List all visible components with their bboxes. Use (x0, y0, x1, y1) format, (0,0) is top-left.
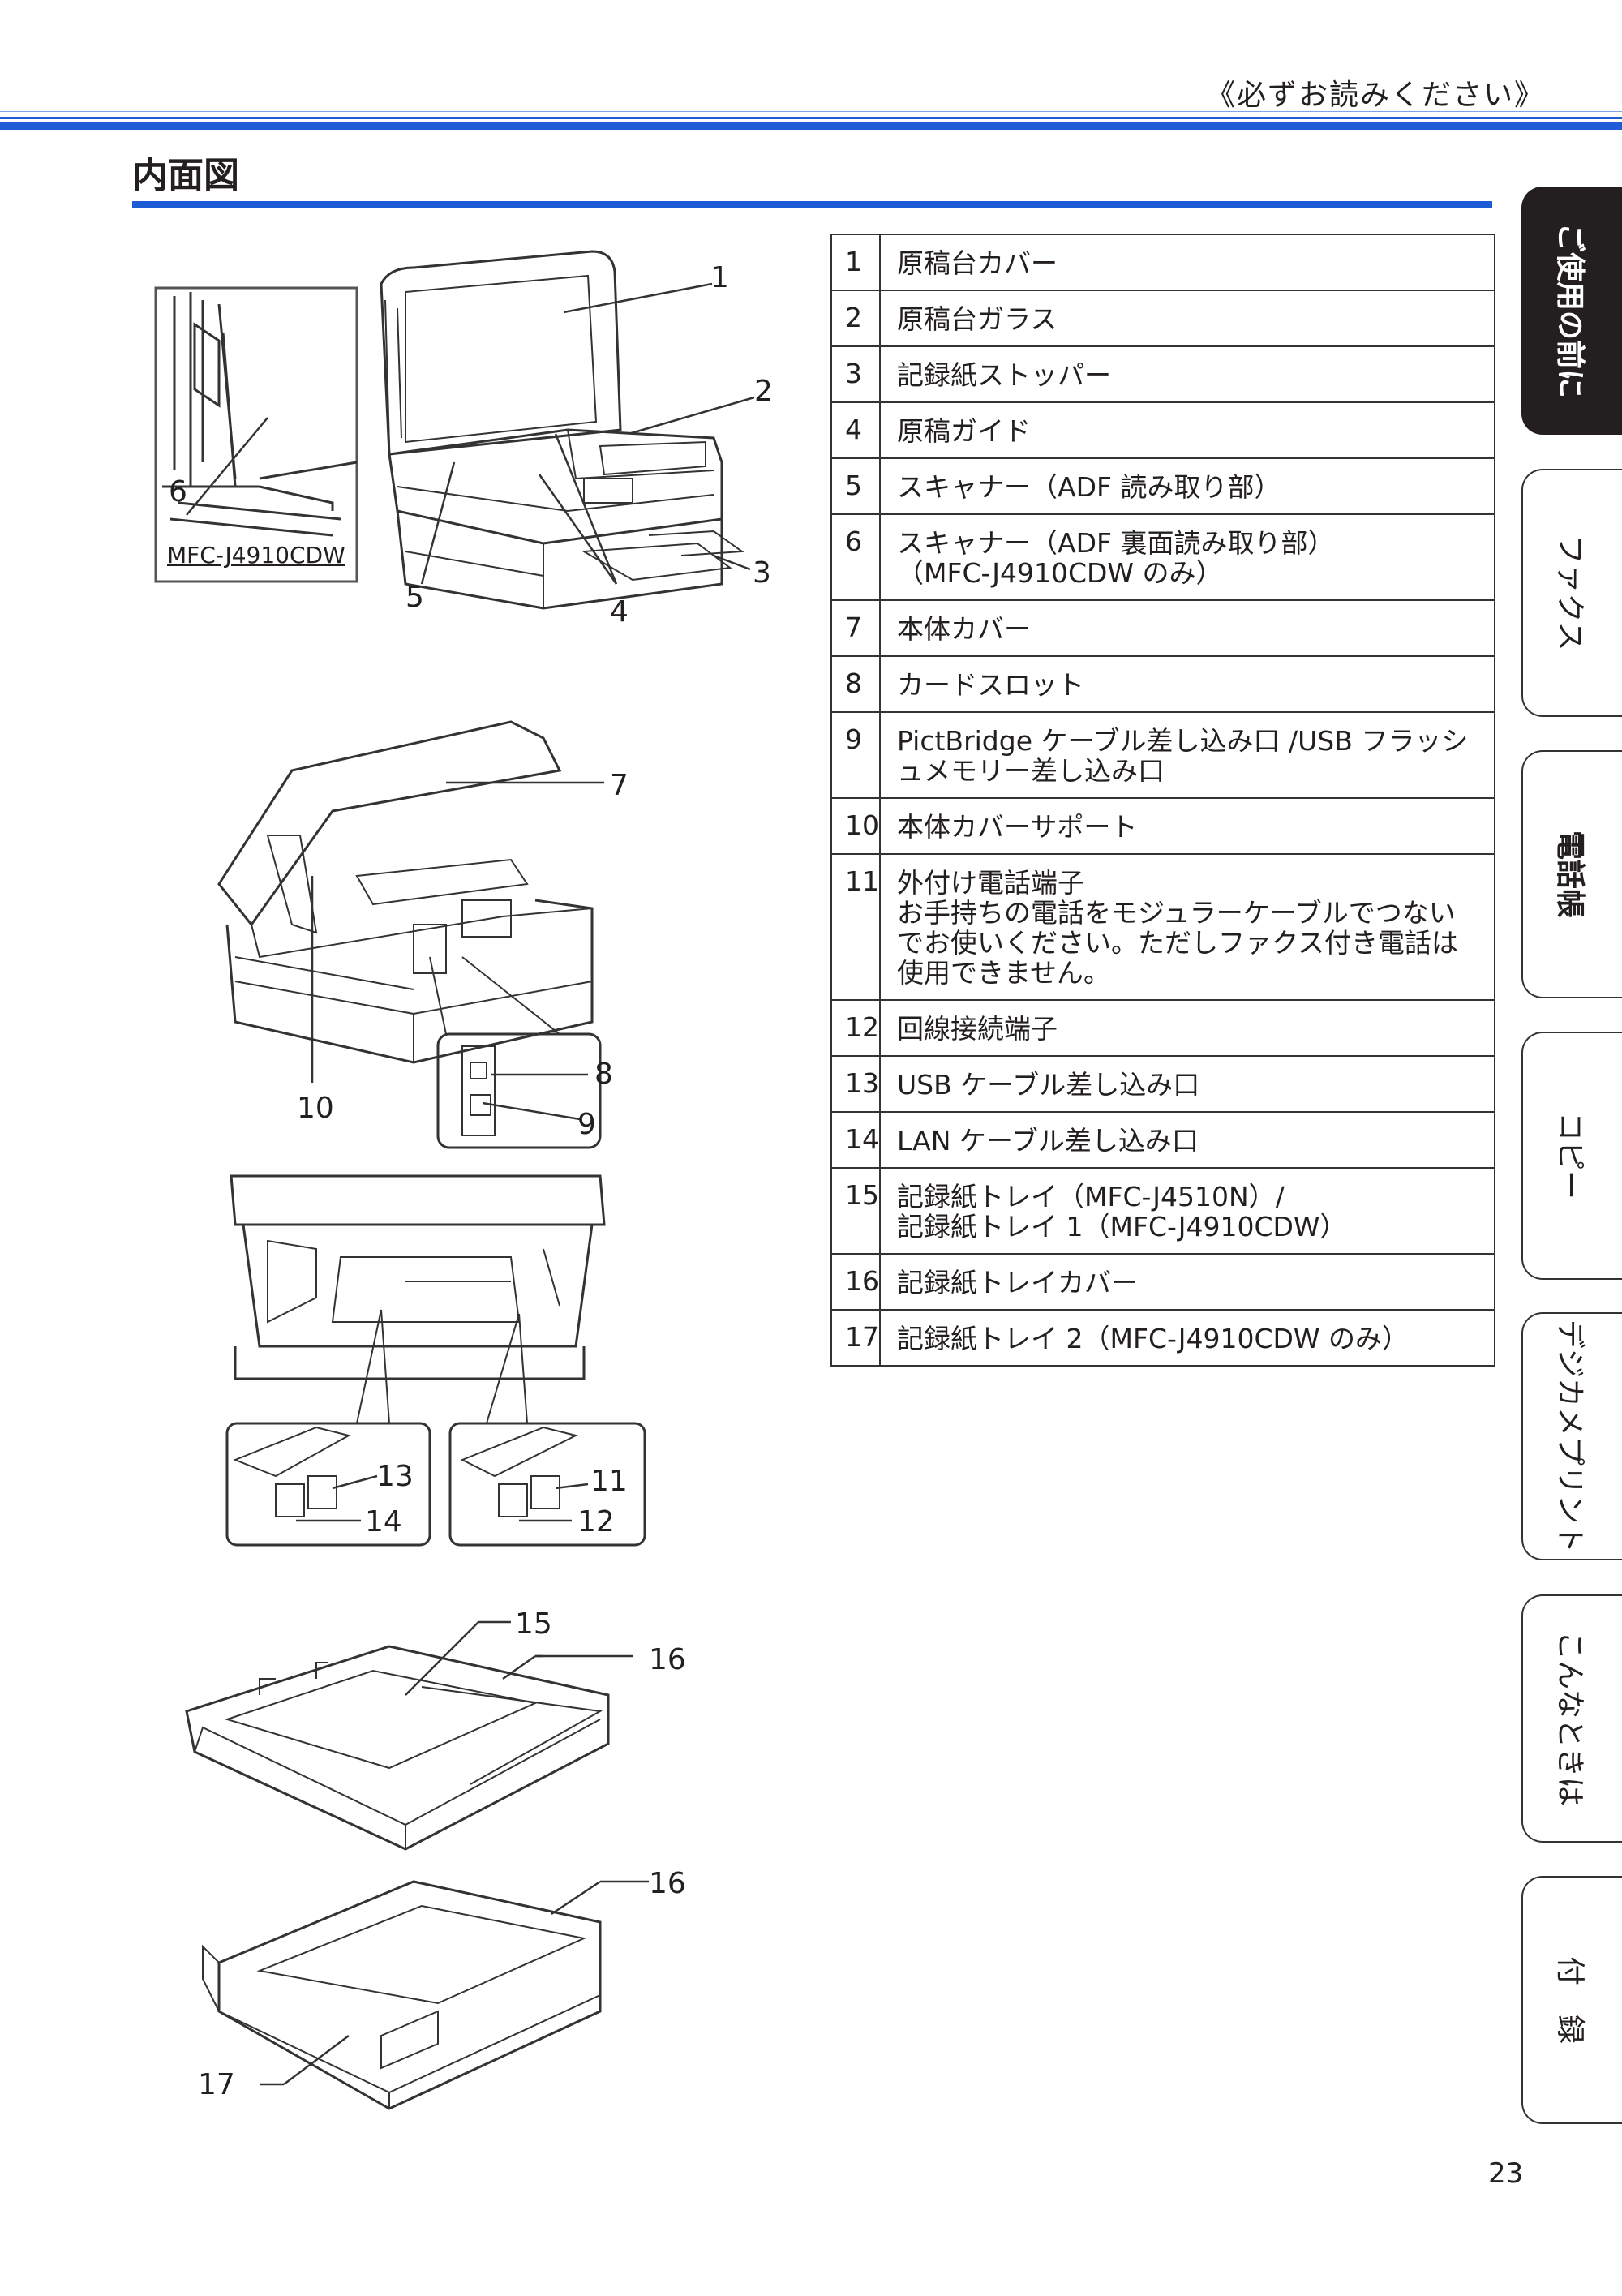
part-description: 記録紙ストッパー (879, 345, 1495, 403)
part-description: スキャナー（ADF 裏面読み取り部） （MFC-J4910CDW のみ） (879, 513, 1495, 601)
part-description: 原稿ガイド (879, 401, 1495, 459)
callout-16b: 16 (649, 1867, 686, 1900)
part-number: 5 (830, 457, 881, 515)
tab-before-use[interactable]: ご使用の前に (1521, 187, 1622, 435)
callout-11: 11 (590, 1465, 628, 1498)
callout-5: 5 (406, 581, 424, 614)
callout-16a: 16 (649, 1643, 686, 1676)
part-description: 回線接続端子 (879, 999, 1495, 1057)
part-number: 7 (830, 599, 881, 657)
part-description: LAN ケーブル差し込み口 (879, 1111, 1495, 1169)
part-number: 1 (830, 234, 881, 291)
tab-appendix[interactable]: 付 録 (1521, 1876, 1622, 2124)
paper-tray-illustration (185, 1620, 633, 1851)
part-number: 8 (830, 655, 881, 713)
part-description: 原稿台カバー (879, 234, 1495, 291)
callout-4: 4 (610, 595, 629, 629)
callout-14: 14 (365, 1505, 402, 1539)
tab-label: ファクス (1553, 534, 1586, 651)
tab-label: ご使用の前に (1553, 222, 1586, 399)
tab-troubleshooting[interactable]: こんなときは (1521, 1594, 1622, 1843)
part-description: 本体カバー (879, 599, 1495, 657)
tab-copy[interactable]: コピー (1521, 1032, 1622, 1280)
part-description: PictBridge ケーブル差し込み口 /USB フラッシュメモリー差し込み口 (879, 711, 1495, 799)
part-description: カードスロット (879, 655, 1495, 713)
part-description: 本体カバーサポート (879, 797, 1495, 855)
rear-ports-illustration (225, 1174, 646, 1547)
callout-15: 15 (515, 1607, 552, 1641)
header-note: 《必ずお読みください》 (1205, 79, 1545, 112)
part-number: 16 (830, 1253, 881, 1311)
tab-fax[interactable]: ファクス (1521, 469, 1622, 717)
body-cover-open-illustration (217, 720, 604, 1149)
tab-label: 電話帳 (1553, 830, 1586, 919)
tab-label: コピー (1553, 1111, 1586, 1200)
callout-12: 12 (577, 1505, 615, 1539)
part-description: 記録紙トレイ 2（MFC-J4910CDW のみ） (879, 1309, 1495, 1367)
part-number: 6 (830, 513, 881, 601)
part-number: 10 (830, 797, 881, 855)
part-number: 17 (830, 1309, 881, 1367)
part-number: 4 (830, 401, 881, 459)
part-number: 9 (830, 711, 881, 799)
part-number: 14 (830, 1111, 881, 1169)
scanner-open-illustration (154, 250, 755, 610)
part-description: 原稿台ガラス (879, 290, 1495, 347)
callout-2: 2 (754, 375, 773, 408)
part-description: 記録紙トレイカバー (879, 1253, 1495, 1311)
callout-17: 17 (198, 2068, 235, 2101)
callout-10: 10 (297, 1092, 334, 1125)
callout-3: 3 (753, 556, 771, 590)
part-description: 外付け電話端子 お手持ちの電話をモジュラーケーブルでつないでお使いください。ただ… (879, 853, 1495, 1001)
tab-phonebook[interactable]: 電話帳 (1521, 750, 1622, 998)
header-rule-thick (0, 122, 1622, 130)
lower-tray-illustration (202, 1880, 649, 2110)
tab-label: デジカメプリント (1553, 1319, 1586, 1554)
header-rule (0, 117, 1622, 119)
callout-1: 1 (710, 261, 729, 294)
tab-photo-print[interactable]: デジカメプリント (1521, 1312, 1622, 1560)
callout-7: 7 (610, 769, 629, 802)
part-number: 15 (830, 1167, 881, 1255)
callout-13: 13 (376, 1460, 414, 1493)
part-number: 3 (830, 345, 881, 403)
header-rule-thin (0, 111, 1622, 112)
part-number: 13 (830, 1055, 881, 1113)
part-description: USB ケーブル差し込み口 (879, 1055, 1495, 1113)
page-number: 23 (1488, 2157, 1524, 2190)
tab-label: 付 録 (1553, 1955, 1586, 2045)
tab-label: こんなときは (1553, 1630, 1586, 1807)
callout-9: 9 (577, 1108, 596, 1141)
callout-6: 6 (169, 475, 187, 509)
part-description: 記録紙トレイ（MFC-J4510N）/ 記録紙トレイ 1（MFC-J4910CD… (879, 1167, 1495, 1255)
callout-8: 8 (594, 1058, 613, 1091)
model-caption: MFC-J4910CDW (167, 542, 345, 569)
part-number: 2 (830, 290, 881, 347)
part-number: 11 (830, 853, 881, 1001)
part-number: 12 (830, 999, 881, 1057)
page-title: 内面図 (132, 155, 239, 196)
part-description: スキャナー（ADF 読み取り部） (879, 457, 1495, 515)
title-rule (132, 201, 1492, 208)
